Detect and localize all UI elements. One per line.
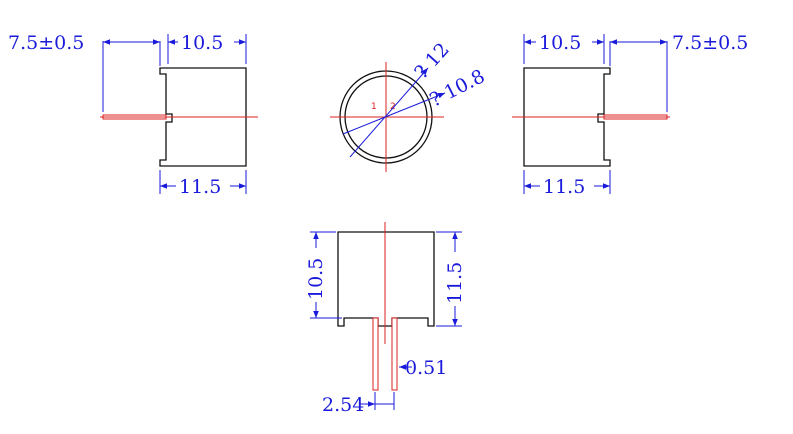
outer-diameter-label: ? 12 [410,39,453,84]
outer-diameter-leader [349,67,429,158]
front-body-height-label: 10.5 [305,258,327,300]
left-overall-label-bg [176,174,230,196]
left-body-width-label: 10.5 [181,32,223,54]
right-body-width-label-bg [536,30,592,52]
front-overall-height-label-bg [444,252,466,306]
left-body-width-label-bg [178,30,234,52]
pin-diameter-label: 0.51 [405,357,447,379]
right-side-view: 10.5 7.5±0.5 11.5 [512,30,748,198]
right-overall-width-label: 11.5 [543,176,585,198]
front-pin-1 [372,317,379,391]
inner-diameter-leader [342,92,446,135]
right-body-outline [523,67,611,167]
left-side-view: 7.5±0.5 10.5 11.5 [8,30,258,198]
front-overall-height-label: 11.5 [444,262,466,304]
front-body-outline [337,231,435,327]
front-body-height-label-bg [305,248,327,302]
front-view: 10.5 11.5 0.51 2.54 [305,222,466,416]
front-pin-2 [391,317,398,391]
left-body-outline [159,67,247,167]
pin-2-label: 2 [390,102,396,112]
pin-1-label: 1 [371,102,377,112]
left-overall-width-label: 11.5 [179,176,221,198]
right-body-width-label: 10.5 [539,32,581,54]
right-overall-label-bg [540,174,594,196]
pin-pitch-label: 2.54 [322,394,364,416]
right-pin-length-label: 7.5±0.5 [672,32,748,54]
left-pin-length-label: 7.5±0.5 [8,32,84,54]
top-view: 1 2 ? 12 ? 10.8 [330,39,488,172]
